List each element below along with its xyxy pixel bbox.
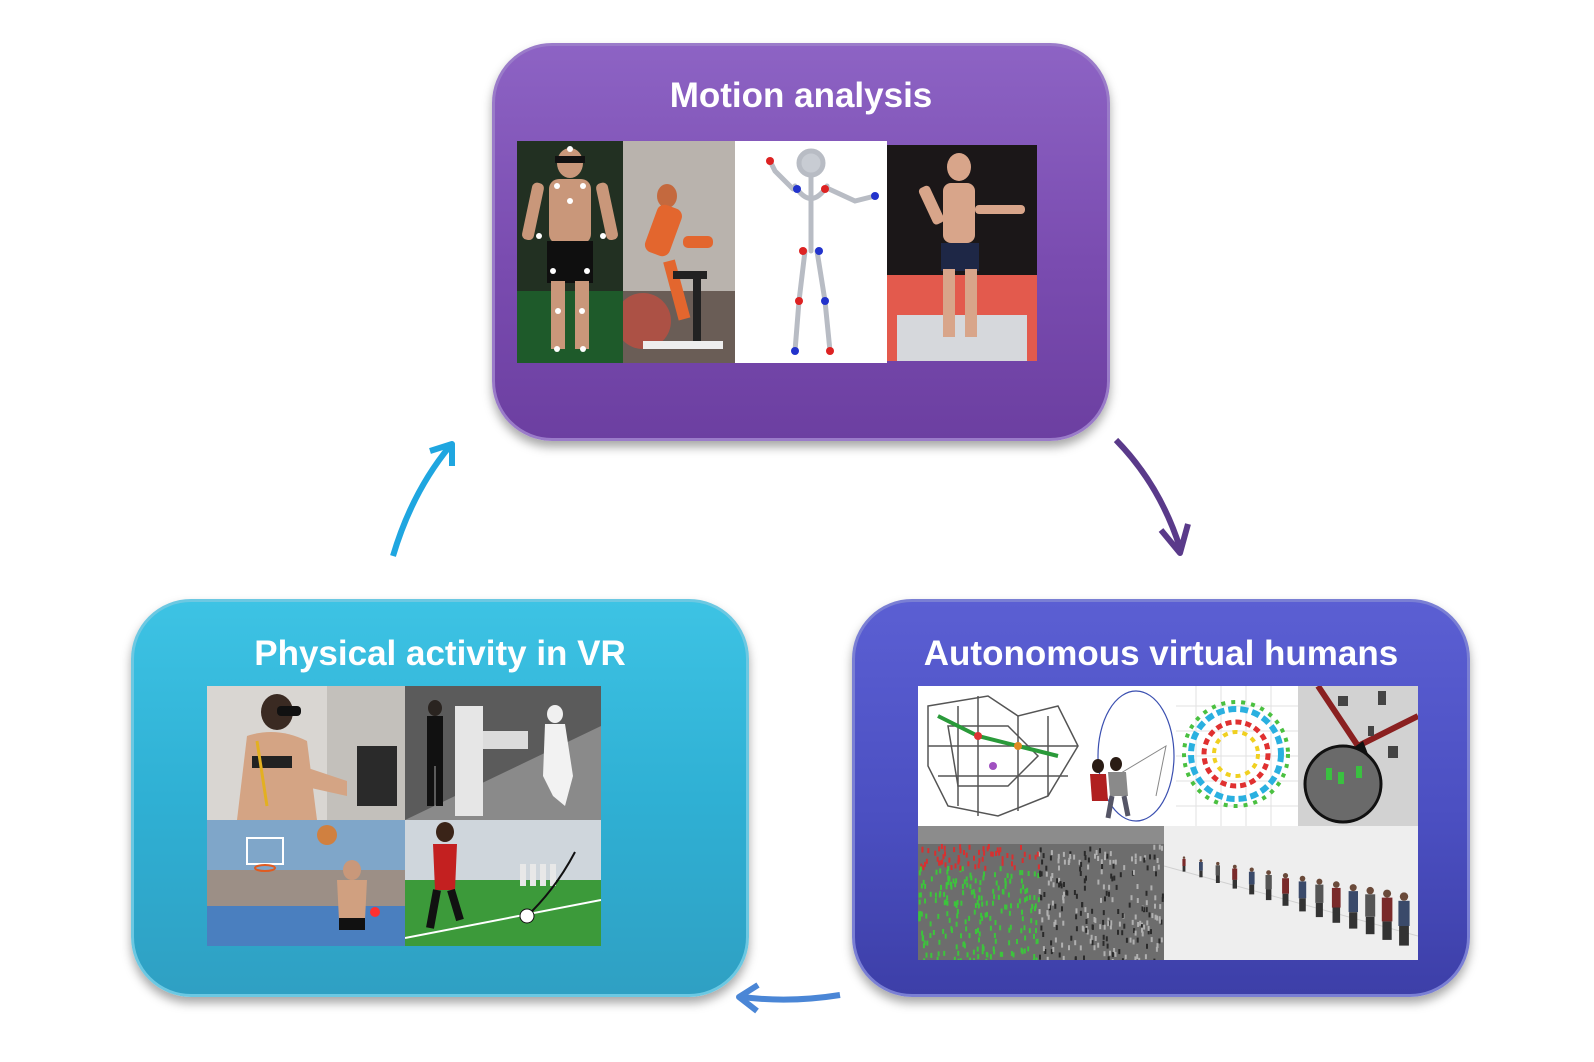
arrow-motion-to-autonomous — [1113, 437, 1191, 556]
autonomous-virtual-humans-box: Autonomous virtual humans — [852, 599, 1470, 997]
trajectory-field-image — [1176, 686, 1298, 826]
physical-activity-vr-title: Physical activity in VR — [254, 634, 626, 673]
cycling-mocap-photo — [623, 141, 735, 363]
arrow-autonomous-to-vr — [736, 982, 841, 1014]
arrow-vr-to-motion — [390, 441, 455, 557]
autonomous-virtual-humans-title: Autonomous virtual humans — [923, 634, 1399, 673]
city-navigation-map-image — [918, 686, 1086, 826]
force-plate-photo — [887, 145, 1037, 361]
skeleton-model-image — [735, 141, 887, 363]
walking-line-image — [1164, 826, 1418, 960]
haptic-arm-user-photo — [207, 686, 405, 820]
motion-analysis-box: Motion analysis — [492, 43, 1110, 441]
basketball-vr-photo — [207, 820, 405, 946]
mocap-markers-photo — [517, 141, 623, 363]
soccer-free-kick-image — [405, 820, 601, 946]
virtual-walker-image — [405, 686, 601, 820]
motion-analysis-title: Motion analysis — [669, 76, 933, 115]
physical-activity-vr-box: Physical activity in VR — [131, 599, 749, 997]
virtual-interaction-image — [1086, 686, 1176, 826]
crowd-simulation-image — [918, 826, 1164, 960]
camera-view-street-image — [1298, 686, 1418, 826]
